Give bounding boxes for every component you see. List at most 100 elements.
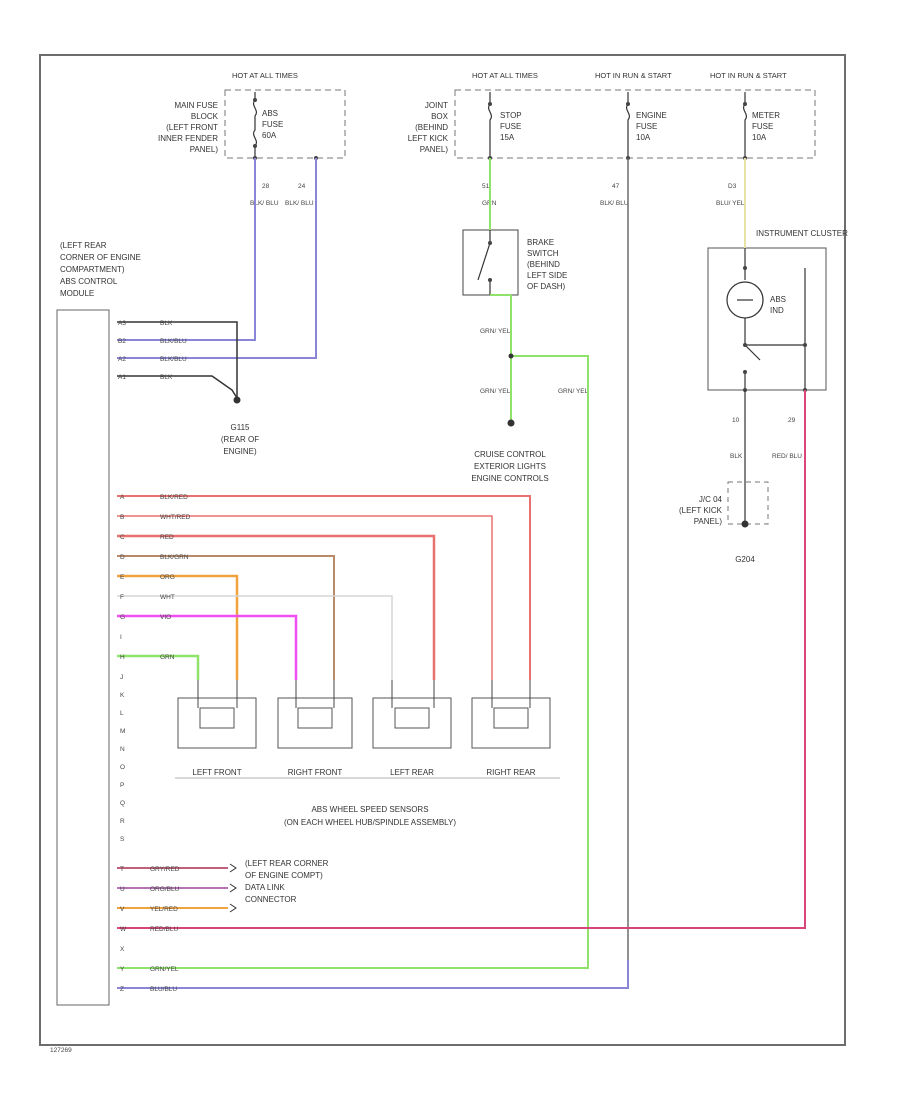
dlc-label: (LEFT REAR CORNER OF ENGINE COMPT) DATA … <box>245 859 329 904</box>
svg-text:V: V <box>120 906 125 913</box>
jc04-label: J/C 04 (LEFT KICK PANEL) <box>679 495 723 526</box>
svg-text:B: B <box>120 514 124 521</box>
pins-sensor: A BLK/RED B WHT/RED C RED D BLK/GRN E OR… <box>120 494 191 661</box>
svg-text:T: T <box>120 866 124 873</box>
svg-text:BLK: BLK <box>160 320 173 327</box>
svg-text:15A: 15A <box>500 133 515 142</box>
wire-grn-h <box>117 654 200 680</box>
svg-text:D: D <box>120 554 125 561</box>
svg-text:RED/BLU: RED/BLU <box>150 926 178 933</box>
svg-text:I: I <box>120 634 122 641</box>
pins-empty: I J K L M N O P Q R S <box>120 634 125 843</box>
abs-indicator-label: ABS IND <box>770 295 786 315</box>
wire-grn-yel-y <box>117 355 589 969</box>
svg-text:J: J <box>120 674 123 681</box>
svg-text:WHT/RED: WHT/RED <box>160 514 191 521</box>
stop-fuse-label: STOP FUSE 15A <box>500 111 522 142</box>
joint-box <box>454 89 816 159</box>
blu-yel-label: BLU/ YEL <box>716 200 745 207</box>
sensor-leads <box>197 680 531 708</box>
svg-text:CRUISE CONTROL: CRUISE CONTROL <box>474 450 546 459</box>
svg-text:ABS: ABS <box>770 295 786 304</box>
svg-text:R: R <box>120 818 125 825</box>
wire-51-label: 51 <box>482 183 490 190</box>
wire-blu-blu-z <box>117 960 629 989</box>
svg-text:CONNECTOR: CONNECTOR <box>245 895 297 904</box>
svg-text:SWITCH: SWITCH <box>527 249 559 258</box>
abs-fuse-label: ABS FUSE 60A <box>262 109 283 140</box>
svg-text:(REAR OF: (REAR OF <box>221 435 259 444</box>
svg-text:(BEHIND: (BEHIND <box>415 123 448 132</box>
meter-fuse-label: METER FUSE 10A <box>752 111 780 142</box>
svg-text:BLK/RED: BLK/RED <box>160 494 188 501</box>
dlc-connector-symbol <box>229 863 237 913</box>
instrument-cluster-box <box>707 247 827 391</box>
sensor-label-left-rear: LEFT REAR <box>390 768 434 777</box>
svg-text:B2: B2 <box>118 338 126 345</box>
svg-text:J/C 04: J/C 04 <box>699 495 723 504</box>
sensor-right-front <box>277 697 353 749</box>
wire-blk-red-a <box>117 495 531 680</box>
wire-28-label: 28 <box>262 183 270 190</box>
diagram-frame <box>39 54 846 1046</box>
svg-text:10A: 10A <box>752 133 767 142</box>
hot-label-mid: HOT AT ALL TIMES <box>472 71 538 80</box>
svg-text:M: M <box>120 728 125 735</box>
sensor-label-left-front: LEFT FRONT <box>192 768 241 777</box>
main-fuse-block-box <box>224 89 346 159</box>
svg-text:FUSE: FUSE <box>500 122 521 131</box>
wire-blk-blu-a2 <box>117 158 317 359</box>
hot-label-run2: HOT IN RUN & START <box>710 71 787 80</box>
grn-yel-label-1: GRN/ YEL <box>480 328 511 335</box>
sensor-left-rear <box>372 697 452 749</box>
svg-text:60A: 60A <box>262 131 277 140</box>
svg-text:YEL/RED: YEL/RED <box>150 906 178 913</box>
svg-text:A1: A1 <box>118 374 126 381</box>
svg-text:METER: METER <box>752 111 780 120</box>
cluster-dots <box>743 266 807 392</box>
brake-switch-label: BRAKE SWITCH (BEHIND LEFT SIDE OF DASH) <box>527 238 567 291</box>
svg-text:PANEL): PANEL) <box>420 145 449 154</box>
blk-blu-label-3: BLK/ BLU <box>600 200 629 207</box>
svg-text:A2: A2 <box>118 356 126 363</box>
svg-text:(LEFT FRONT: (LEFT FRONT <box>166 123 218 132</box>
splice-dot-grn-yel <box>508 353 514 359</box>
svg-text:IND: IND <box>770 306 784 315</box>
svg-text:U: U <box>120 886 125 893</box>
svg-text:G: G <box>120 614 125 621</box>
grn-yel-label-2: GRN/ YEL <box>480 388 511 395</box>
svg-text:GRN/YEL: GRN/YEL <box>150 966 179 973</box>
wire-29-label: 29 <box>788 417 796 424</box>
svg-text:INNER FENDER: INNER FENDER <box>158 134 218 143</box>
svg-text:CORNER OF ENGINE: CORNER OF ENGINE <box>60 253 141 262</box>
engine-fuse-label: ENGINE FUSE 10A <box>636 111 667 142</box>
svg-text:BLU/BLU: BLU/BLU <box>150 986 177 993</box>
ground-g204-symbol <box>741 520 749 528</box>
svg-text:G115: G115 <box>231 423 251 432</box>
blk-blu-label-2: BLK/ BLU <box>285 200 314 207</box>
abs-indicator-symbol <box>726 248 806 390</box>
svg-text:FUSE: FUSE <box>752 122 773 131</box>
pins-bottom: T GRY/RED U ORG/BLU V YEL/RED W RED/BLU … <box>120 866 180 993</box>
svg-text:(LEFT REAR: (LEFT REAR <box>60 241 107 250</box>
ground-g115-symbol <box>233 396 241 404</box>
abs-control-module-box <box>56 309 110 1006</box>
svg-text:MAIN FUSE: MAIN FUSE <box>174 101 218 110</box>
wire-blk-a3 <box>117 321 238 398</box>
wire-red-blu-w <box>117 390 806 929</box>
svg-text:STOP: STOP <box>500 111 522 120</box>
svg-text:BRAKE: BRAKE <box>527 238 554 247</box>
svg-text:OF DASH): OF DASH) <box>527 282 566 291</box>
ground-g115-label: G115 (REAR OF ENGINE) <box>221 423 259 456</box>
wire-wht-red-b <box>117 515 493 680</box>
sensor-label-right-rear: RIGHT REAR <box>486 768 535 777</box>
svg-text:F: F <box>120 594 124 601</box>
svg-text:PANEL): PANEL) <box>190 145 219 154</box>
svg-text:C: C <box>120 534 125 541</box>
brake-switch-symbol <box>477 230 491 295</box>
svg-text:BLK/BLU: BLK/BLU <box>160 356 187 363</box>
svg-text:ENGINE): ENGINE) <box>223 447 257 456</box>
svg-text:H: H <box>120 654 125 661</box>
wire-blk-blu-b2 <box>117 158 256 341</box>
